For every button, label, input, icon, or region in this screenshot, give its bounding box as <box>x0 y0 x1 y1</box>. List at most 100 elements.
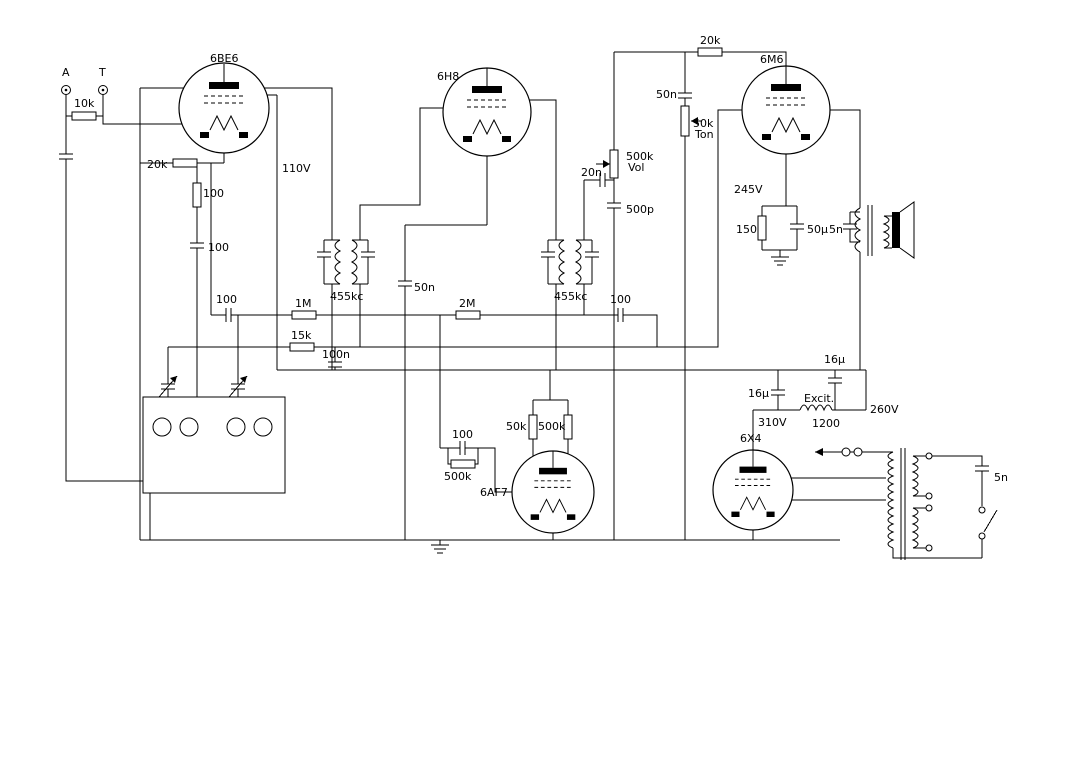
volume-wiper-arrow <box>603 160 610 168</box>
tube-6x4-envelope <box>712 449 794 531</box>
pt-terminal-1 <box>925 452 933 460</box>
label-tone-name: Ton <box>694 128 714 141</box>
label-field-coil-name: Excit. <box>804 392 834 405</box>
ground-symbol-cathode <box>770 256 790 266</box>
power-transformer-secondary-ht <box>911 455 919 497</box>
tube-6be6 <box>178 62 270 154</box>
components <box>71 47 767 494</box>
tube-6af7 <box>511 450 595 534</box>
tube-6be6-envelope <box>178 62 270 154</box>
wires-100n <box>328 347 342 370</box>
label-r-eye-500k: 500k <box>538 420 566 433</box>
wires-50n-bypass <box>398 156 488 540</box>
wires-6m6 <box>761 109 861 257</box>
wires-ground-bus <box>140 539 840 545</box>
label-v-110: 110V <box>282 162 311 175</box>
coils <box>334 207 919 549</box>
antenna-terminal-dot <box>64 88 68 92</box>
label-r-150: 150 <box>736 223 757 236</box>
if2-secondary-coil <box>574 239 582 285</box>
label-terminal-t: T <box>98 66 106 79</box>
label-c-50n-bypass: 50n <box>414 281 435 294</box>
tube-6m6 <box>741 65 831 155</box>
speaker-cone <box>899 201 915 259</box>
label-r-eye-50k: 50k <box>506 420 527 433</box>
wires-6be6-plate <box>264 87 333 240</box>
label-terminal-a: A <box>62 66 70 79</box>
label-c-500p: 500p <box>626 203 654 216</box>
label-v-310: 310V <box>758 416 787 429</box>
resistor-2m <box>455 310 481 320</box>
mains-pin-1 <box>841 447 851 457</box>
label-r-eye-grid-500k: 500k <box>444 470 472 483</box>
label-tube-6x4: 6X4 <box>740 432 762 445</box>
label-r-osc-100: 100 <box>203 187 224 200</box>
label-if1-freq: 455kc <box>330 290 363 303</box>
label-c-20n: 20n <box>581 166 602 179</box>
resistor-10k-antenna <box>71 111 97 121</box>
label-tube-6be6: 6BE6 <box>210 52 239 65</box>
tuning-gang-box <box>142 396 286 494</box>
varcap-arrow-2 <box>240 376 247 383</box>
label-c-100n: 100n <box>322 348 350 361</box>
label-c-osc-100: 100 <box>216 293 237 306</box>
volume-potentiometer <box>609 149 619 179</box>
resistor-500k-eye <box>563 414 573 440</box>
tube-6h8 <box>442 67 532 157</box>
label-r-2m: 2M <box>459 297 476 310</box>
tube-6af7-envelope <box>511 450 595 534</box>
resistor-100-osc <box>192 182 202 208</box>
gang-section-3 <box>226 417 246 437</box>
wires-6h8-plate <box>529 99 557 240</box>
ground-symbol-main <box>430 544 450 554</box>
labels: A T 10k 6BE6 20k 100 100 110V 100 1M 15k… <box>62 34 1008 499</box>
label-c-det-100: 100 <box>610 293 631 306</box>
pt-terminal-2 <box>925 492 933 500</box>
wires-bplus <box>267 94 867 450</box>
label-r-15k: 15k <box>291 329 312 342</box>
symbols <box>170 117 915 554</box>
field-coil <box>799 404 833 412</box>
mains-pin-2 <box>853 447 863 457</box>
resistor-50k-eye <box>528 414 538 440</box>
label-c-5n-plate: 5n <box>829 223 843 236</box>
gang-section-2 <box>179 417 199 437</box>
wires-power <box>752 448 998 560</box>
label-field-coil-value: 1200 <box>812 417 840 430</box>
tube-6x4 <box>712 449 794 531</box>
if1-primary-coil <box>334 239 342 285</box>
label-volume-value: 500k <box>626 150 654 163</box>
speaker-magnet <box>892 212 900 248</box>
terminals-and-circles <box>61 85 986 552</box>
label-tone-value: 50k <box>693 117 714 130</box>
wires-input <box>59 87 184 540</box>
label-r-1m: 1M <box>295 297 312 310</box>
gang-section-1 <box>152 417 172 437</box>
wires-eye <box>439 315 569 540</box>
label-volume-name: Vol <box>628 161 644 174</box>
pt-terminal-4 <box>925 544 933 552</box>
wires-tone <box>678 52 702 540</box>
label-tube-6af7: 6AF7 <box>480 486 508 499</box>
wires-converter <box>140 153 225 397</box>
label-c-50n-tone: 50n <box>656 88 677 101</box>
resistor-1m <box>291 310 317 320</box>
earth-terminal-dot <box>101 88 105 92</box>
power-transformer-secondary-heater <box>911 507 919 549</box>
label-tube-6m6: 6M6 <box>760 53 784 66</box>
wires-bus-315 <box>211 308 658 347</box>
power-transformer-primary <box>887 451 895 549</box>
label-c-eye-100: 100 <box>452 428 473 441</box>
label-c-5n-mains: 5n <box>994 471 1008 484</box>
resistor-500k-eye-grid <box>450 459 476 469</box>
resistor-20k-feedback <box>697 47 723 57</box>
label-tube-6h8: 6H8 <box>437 70 459 83</box>
gang-section-4 <box>253 417 273 437</box>
label-c-16u-a: 16µ <box>824 353 845 366</box>
label-c-16u-b: 16µ <box>748 387 769 400</box>
label-if2-freq: 455kc <box>554 290 587 303</box>
switch-contact-top <box>978 506 986 514</box>
label-c-50u: 50µ <box>807 223 828 236</box>
